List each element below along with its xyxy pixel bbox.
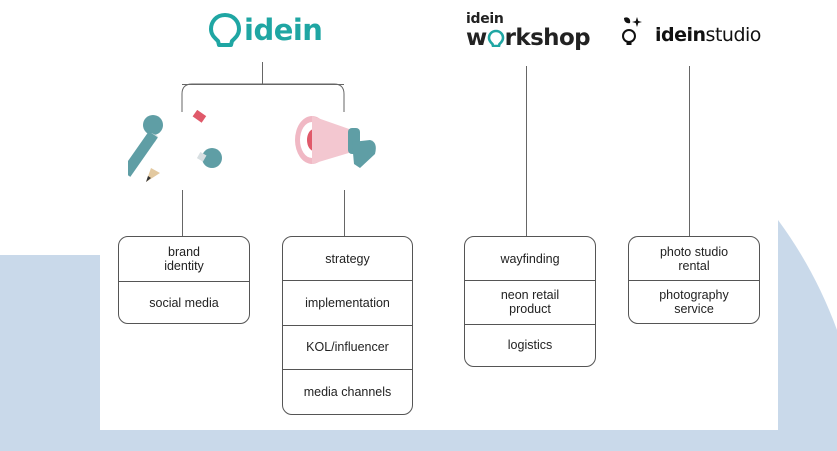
studio-connector-line — [689, 66, 690, 236]
service-photo-studio-rental: photo studio rental — [659, 244, 729, 273]
idein-studio-logo: idein studio — [620, 14, 761, 46]
pencil-lightbulb-illustration — [128, 110, 222, 182]
service-media-channels: media channels — [283, 368, 412, 414]
workshop-services-box: wayfinding neon retail product logistics — [464, 236, 596, 367]
service-logistics: logistics — [465, 323, 595, 366]
brand-services-box: brand identity social media — [118, 236, 250, 324]
megaphone-icon — [295, 116, 376, 168]
idein-workshop-logo: idein w rkshop — [466, 11, 591, 51]
workshop-logo-text-end: rkshop — [504, 25, 591, 51]
idein-logo: idein — [208, 12, 323, 48]
studio-services-box: photo studio rental photography service — [628, 236, 760, 324]
studio-logo-sub-text: studio — [705, 24, 762, 46]
marketing-services-box: strategy implementation KOL/influencer m… — [282, 236, 413, 415]
service-brand-identity: brand identity — [164, 245, 204, 274]
workshop-logo-text-start: w — [466, 25, 487, 51]
workshop-logo-text: w rkshop — [466, 25, 591, 51]
idein-logo-text: idein — [244, 13, 323, 47]
sparkle-bulb-icon — [622, 17, 642, 45]
marketing-connector-line — [344, 190, 345, 236]
lightbulb-logo-icon — [209, 13, 241, 47]
service-wayfinding: wayfinding — [500, 251, 560, 266]
idein-stem-line — [262, 62, 263, 84]
lightbulb-o-icon — [487, 29, 504, 47]
service-implementation: implementation — [283, 280, 412, 324]
service-photography-service: photography service — [629, 280, 759, 323]
workshop-connector-line — [526, 66, 527, 236]
service-neon-retail-product: neon retail product — [465, 280, 595, 323]
background-right-curve — [778, 220, 837, 451]
service-kol-influencer: KOL/influencer — [283, 324, 412, 369]
background-left-column — [0, 255, 100, 451]
bulb-icon-bottom — [196, 148, 222, 168]
megaphone-illustration — [295, 116, 376, 168]
studio-logo-brand-text: idein — [655, 24, 706, 46]
background-bottom-band — [100, 430, 780, 451]
workshop-logo-small-text: idein — [466, 11, 504, 27]
pencil-icon — [128, 110, 207, 182]
service-strategy: strategy — [325, 251, 370, 266]
service-social-media: social media — [119, 281, 249, 323]
brand-connector-line — [182, 190, 183, 236]
idein-bracket — [181, 83, 345, 112]
